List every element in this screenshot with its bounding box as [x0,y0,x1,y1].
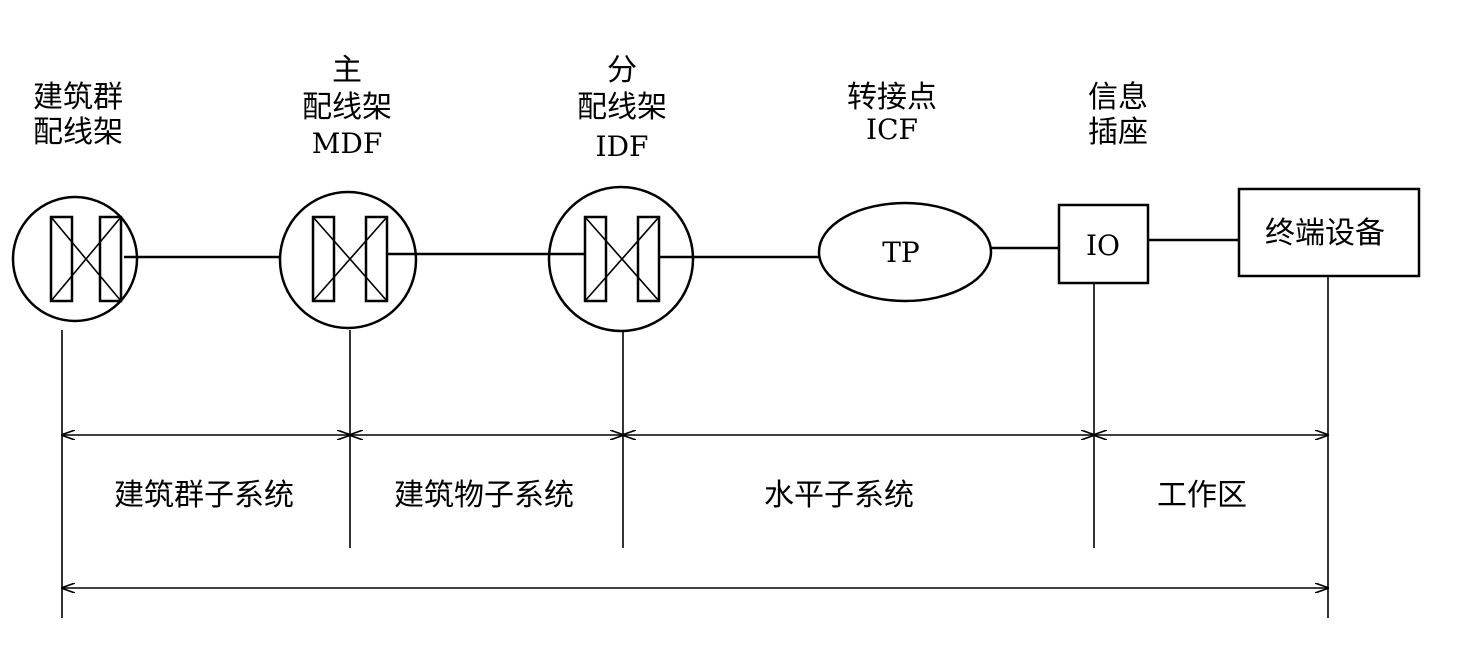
node-label-mdf: 主 配线架 MDF [302,53,392,160]
cross-connect-icon [583,215,661,303]
terminal-equipment-label: 终端设备 [1265,216,1385,251]
information-outlet-label: IO [1086,229,1120,262]
subsystem-label-work-area: 工作区 [1157,478,1247,513]
node-label-tp: 转接点 ICF [847,80,937,146]
node-label-line: 插座 [1088,115,1148,150]
node-label-line: ICF [866,113,918,146]
node-label-line: 转接点 [847,80,937,115]
campus-distribution-frame [11,195,139,323]
subsystem-label-horizontal: 水平子系统 [764,478,914,513]
node-label-idf: 分 配线架 IDF [577,53,667,163]
node-label-line: 配线架 [577,90,667,125]
transition-point-label: TP [882,236,920,269]
node-label-line: 配线架 [33,115,123,150]
node-label-line: 分 [607,53,637,88]
cross-connect-icon [311,215,389,303]
node-label-line: 信息 [1088,80,1148,115]
transition-point: TP [817,201,993,303]
node-label-line: IDF [596,130,649,163]
terminal-equipment: 终端设备 [1237,187,1421,278]
subsystem-label-campus: 建筑群子系统 [114,478,294,513]
subsystem-label-building: 建筑物子系统 [394,478,574,513]
node-label-line: 配线架 [302,90,392,125]
cross-connect-icon [49,215,123,303]
node-label-io: 信息 插座 [1088,80,1148,150]
node-label-line: 建筑群 [33,80,123,115]
node-label-line: MDF [312,127,383,160]
main-distribution-frame [278,190,418,330]
intermediate-distribution-frame [547,185,695,333]
node-label-line: 主 [332,53,362,88]
information-outlet: IO [1057,203,1150,285]
node-label-campus-df: 建筑群 配线架 [33,80,123,150]
